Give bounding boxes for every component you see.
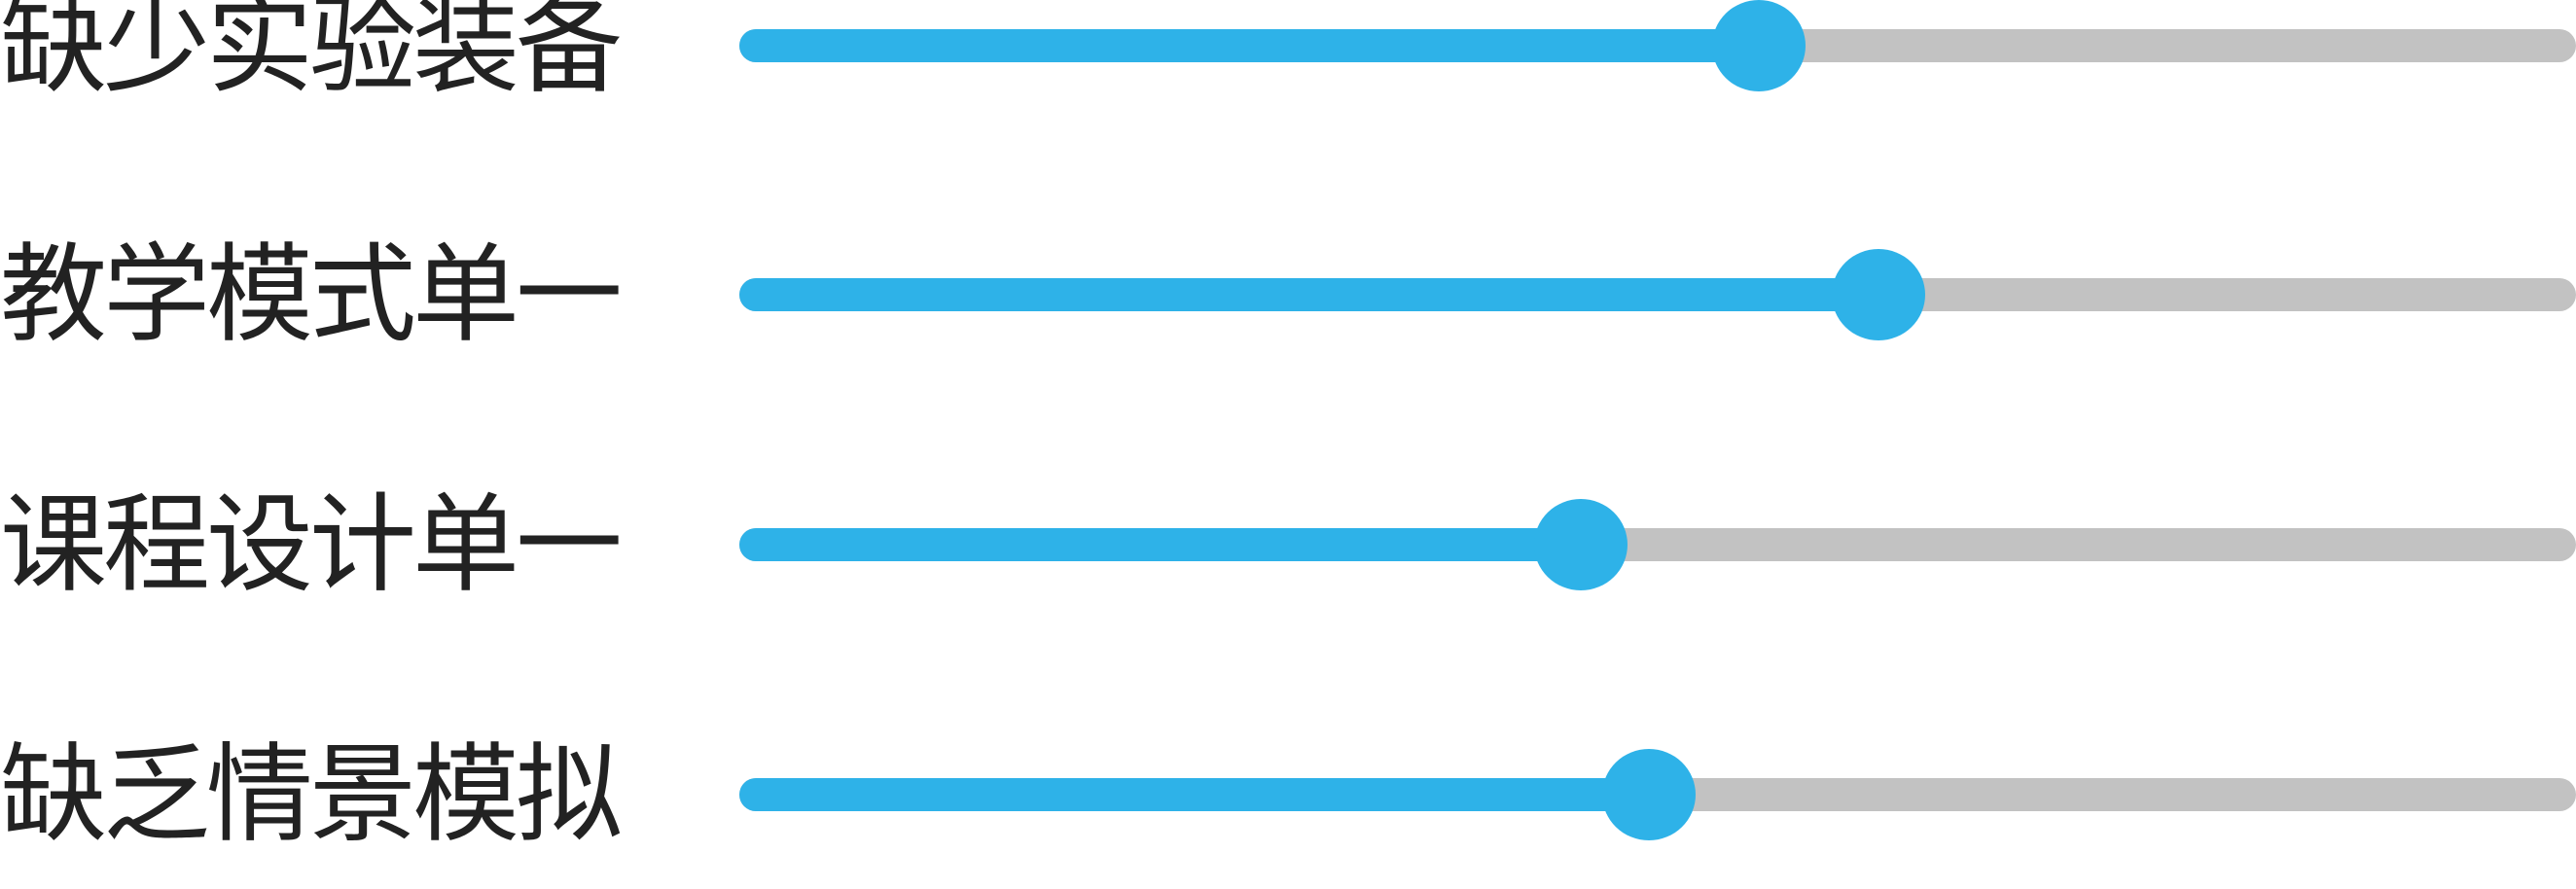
slider-thumb[interactable]: [1533, 499, 1628, 590]
slider-thumb[interactable]: [1831, 249, 1925, 340]
slider-row-1: 缺少实验装备: [0, 0, 2576, 109]
slider-row-3: 课程设计单一: [0, 481, 2576, 608]
slider-thumb[interactable]: [1711, 0, 1806, 91]
slider-row-4: 缺乏情景模拟: [0, 731, 2576, 858]
slider-row-2: 教学模式单一: [0, 231, 2576, 358]
slider-label: 缺乏情景模拟: [0, 732, 623, 857]
slider-fill: [739, 278, 1878, 311]
slider-label: 缺少实验装备: [0, 0, 623, 108]
slider-fill: [739, 778, 1649, 811]
slider-track[interactable]: [739, 278, 2576, 311]
slider-track[interactable]: [739, 528, 2576, 561]
slider-fill: [739, 528, 1581, 561]
slider-label: 课程设计单一: [0, 482, 623, 607]
slider-label: 教学模式单一: [0, 232, 623, 357]
slider-fill: [739, 29, 1759, 62]
slider-track[interactable]: [739, 29, 2576, 62]
slider-thumb[interactable]: [1601, 749, 1696, 840]
